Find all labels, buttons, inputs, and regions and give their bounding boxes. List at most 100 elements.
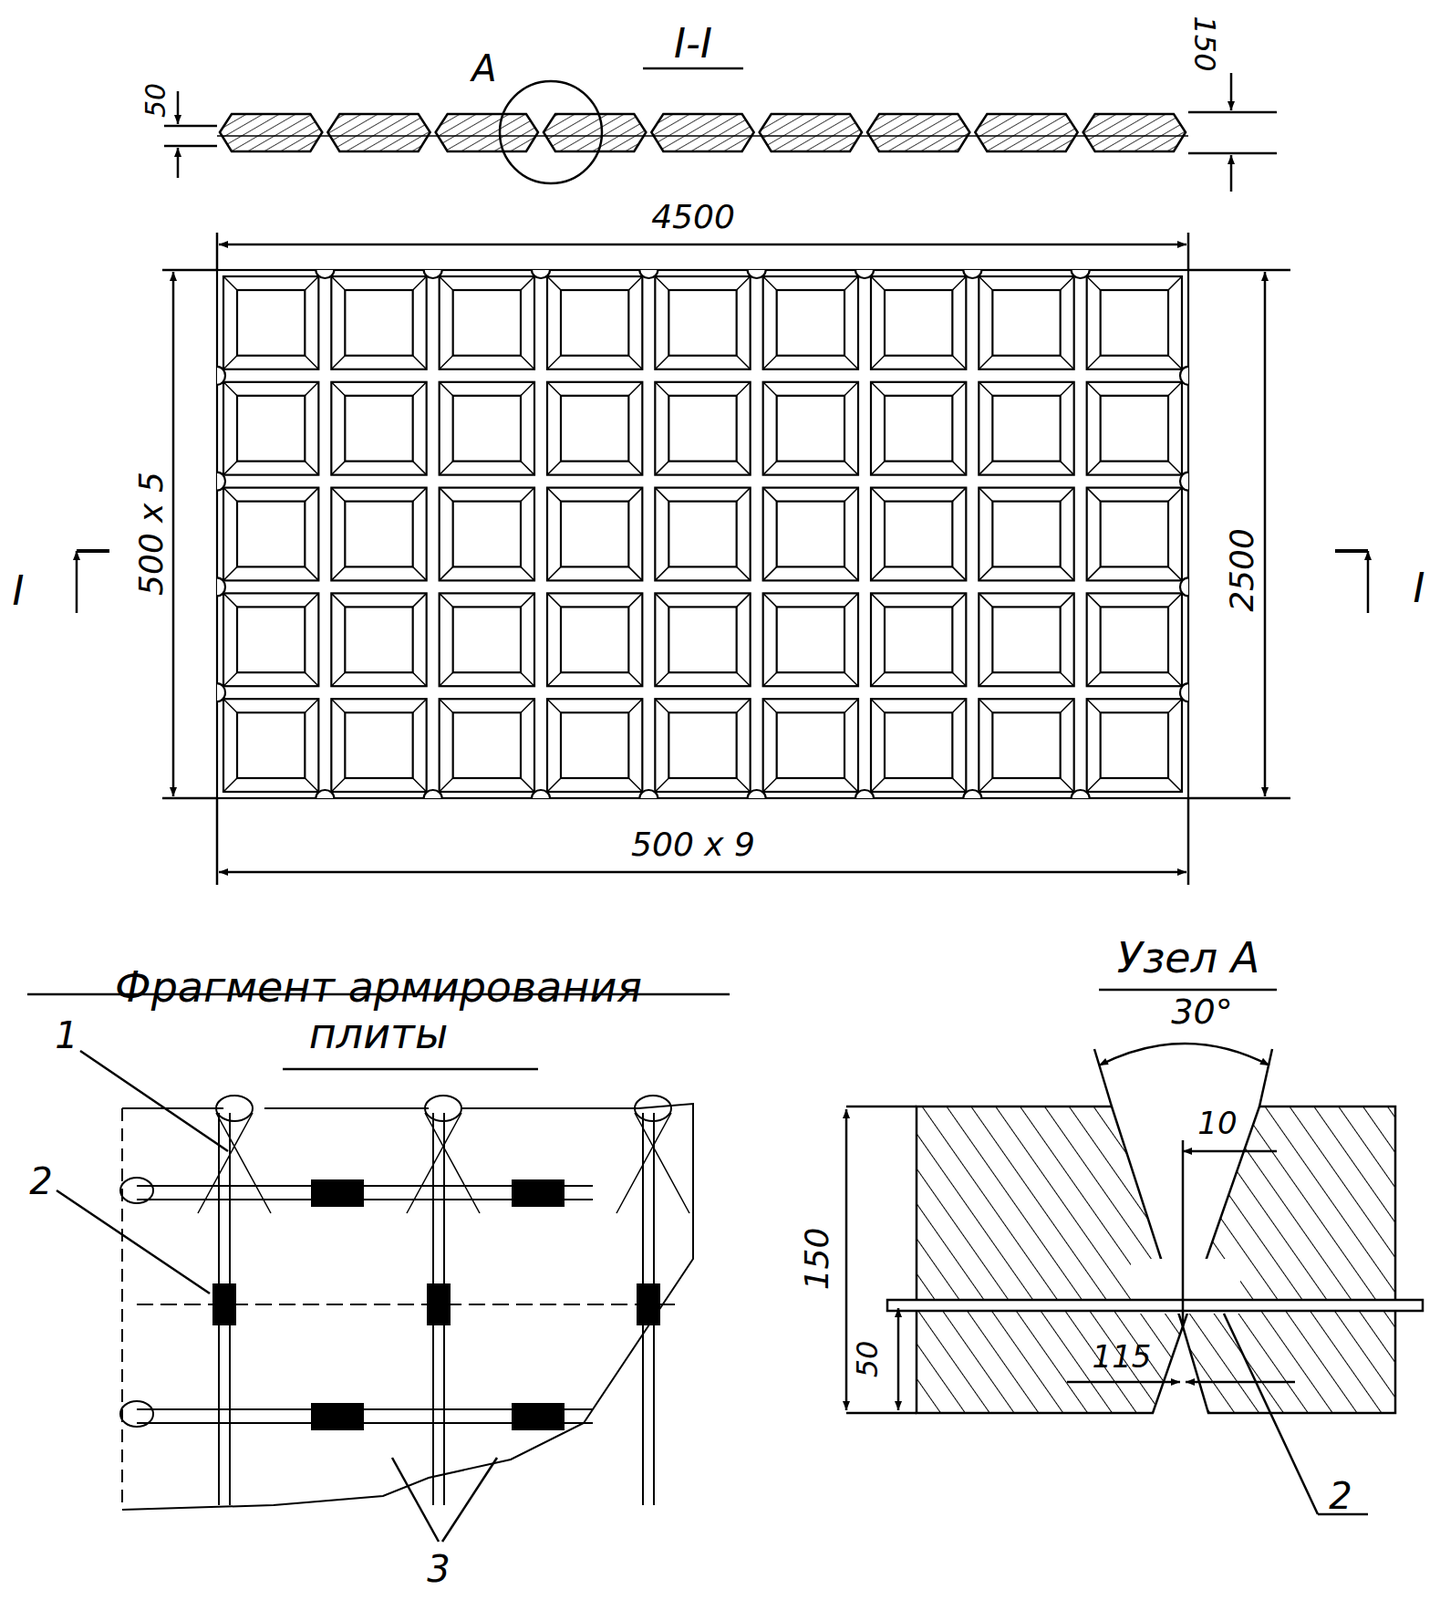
loop xyxy=(639,789,658,798)
chamfer xyxy=(978,698,1074,792)
dimension-text: A xyxy=(471,48,497,89)
rib-edge xyxy=(439,592,535,686)
rib-edge xyxy=(763,487,859,581)
rib-edge xyxy=(331,276,426,370)
loop xyxy=(855,269,874,279)
loop xyxy=(315,789,334,798)
cell-bottom xyxy=(992,395,1060,462)
slab-section xyxy=(1083,113,1186,152)
dimension-text: 30° xyxy=(1170,993,1233,1032)
rib-edge xyxy=(654,698,750,792)
chamfer xyxy=(1087,487,1182,581)
slab-section xyxy=(543,113,646,152)
chamfer xyxy=(547,698,643,792)
rib-edge xyxy=(870,487,966,581)
cell-bottom xyxy=(560,395,629,462)
rib-edge xyxy=(331,382,426,476)
rib-edge xyxy=(654,382,750,476)
dimension-text: 10 xyxy=(1197,1106,1237,1140)
cell-bottom xyxy=(560,606,629,673)
cell-bottom xyxy=(776,290,845,356)
weld xyxy=(512,1403,564,1430)
cell-bottom xyxy=(668,501,736,568)
cell-bottom xyxy=(776,501,845,568)
chamfer xyxy=(223,592,319,686)
rib-edge xyxy=(439,382,535,476)
rib-edge xyxy=(439,698,535,792)
chamfer xyxy=(223,487,319,581)
rebar-line xyxy=(217,134,1189,137)
loop xyxy=(747,269,767,279)
cell-bottom xyxy=(237,606,305,673)
dimension-text: 150 xyxy=(798,1227,836,1291)
chamfer xyxy=(870,382,966,476)
cell-bottom xyxy=(1100,290,1169,356)
rib-edge xyxy=(1087,382,1182,476)
chamfer xyxy=(223,698,319,792)
rib-edge xyxy=(978,276,1074,370)
chamfer xyxy=(870,487,966,581)
rib-edge xyxy=(870,592,966,686)
loop xyxy=(424,269,443,279)
chamfer xyxy=(870,276,966,370)
rib-edge xyxy=(978,382,1074,476)
loop xyxy=(217,577,226,596)
rib-edge xyxy=(654,276,750,370)
rib-edge xyxy=(763,698,859,792)
rib-edge xyxy=(331,487,426,581)
rib-edge xyxy=(439,276,535,370)
rib-edge xyxy=(978,698,1074,792)
callout-number: 3 xyxy=(426,1548,450,1589)
cell-bottom xyxy=(1100,606,1169,673)
dimension-text: 4500 xyxy=(651,198,736,236)
rib-edge xyxy=(223,276,319,370)
cell-bottom xyxy=(344,395,413,462)
rib-edge xyxy=(439,487,535,581)
cell-bottom xyxy=(237,290,305,356)
loop xyxy=(531,269,550,279)
chamfer xyxy=(654,276,750,370)
chamfer xyxy=(763,487,859,581)
chamfer xyxy=(763,698,859,792)
rib-edge xyxy=(870,698,966,792)
loop xyxy=(1180,472,1189,491)
rib-edge xyxy=(763,382,859,476)
callout-number: 2 xyxy=(1328,1475,1352,1516)
callout-number: 1 xyxy=(54,1015,78,1056)
cell-bottom xyxy=(560,290,629,356)
chamfer xyxy=(870,698,966,792)
cell-bottom xyxy=(237,395,305,462)
chamfer xyxy=(763,592,859,686)
chamfer xyxy=(763,382,859,476)
plate-edge xyxy=(122,1103,694,1510)
dimension-text: I xyxy=(12,569,25,613)
slab-section xyxy=(651,113,754,152)
chamfer xyxy=(439,592,535,686)
chamfer xyxy=(978,487,1074,581)
chamfer xyxy=(331,382,426,476)
rib-edge xyxy=(654,487,750,581)
cell-bottom xyxy=(1100,712,1169,778)
rib-edge xyxy=(223,487,319,581)
cell-bottom xyxy=(1100,395,1169,462)
chamfer xyxy=(1087,382,1182,476)
rib-edge xyxy=(1087,487,1182,581)
cell-bottom xyxy=(992,501,1060,568)
rib-edge xyxy=(870,382,966,476)
chamfer xyxy=(547,382,643,476)
cell-bottom xyxy=(560,712,629,778)
cell-bottom xyxy=(453,290,521,356)
chamfer xyxy=(439,698,535,792)
chamfer xyxy=(763,276,859,370)
chamfer xyxy=(223,276,319,370)
loop xyxy=(531,789,550,798)
rib-edge xyxy=(547,592,643,686)
rib-edge xyxy=(870,276,966,370)
cell-bottom xyxy=(668,712,736,778)
chamfer xyxy=(978,382,1074,476)
chamfer xyxy=(1087,276,1182,370)
cell-bottom xyxy=(884,712,953,778)
cell-bottom xyxy=(776,712,845,778)
dimension-text: 50 xyxy=(140,82,171,118)
